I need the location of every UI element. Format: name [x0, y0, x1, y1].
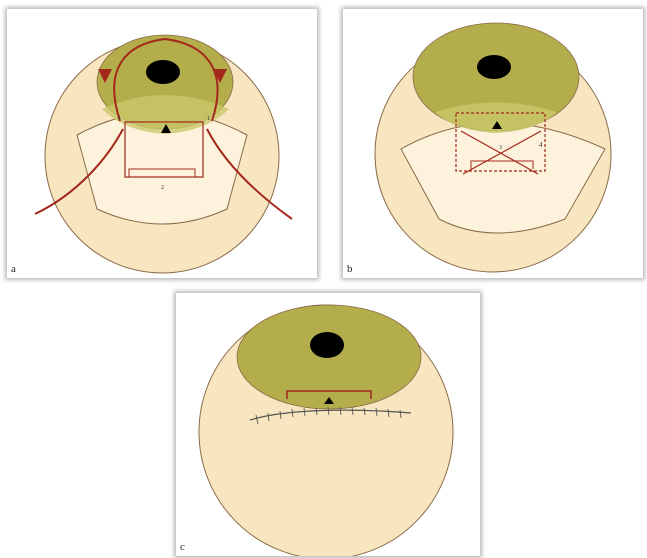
mark-2: 2 — [161, 185, 164, 191]
pupil — [477, 55, 511, 79]
mark-4: 4 — [539, 141, 543, 149]
mark-1-right: 1 — [207, 116, 210, 122]
pupil — [146, 60, 180, 84]
pupil — [310, 332, 344, 358]
panel-label-b: b — [347, 264, 353, 275]
panel-label-a: a — [11, 264, 16, 275]
panel-c-illustration — [176, 293, 480, 556]
mark-1-left: 1 — [118, 116, 121, 122]
panel-b-illustration: 3 4 — [343, 9, 643, 278]
panel-a: 1 1 2 a — [7, 9, 317, 278]
panel-c: c — [176, 293, 480, 556]
mark-3: 3 — [499, 145, 502, 151]
panel-a-illustration: 1 1 2 — [7, 9, 317, 278]
panel-b: 3 4 b — [343, 9, 643, 278]
panel-label-c: c — [180, 542, 185, 553]
